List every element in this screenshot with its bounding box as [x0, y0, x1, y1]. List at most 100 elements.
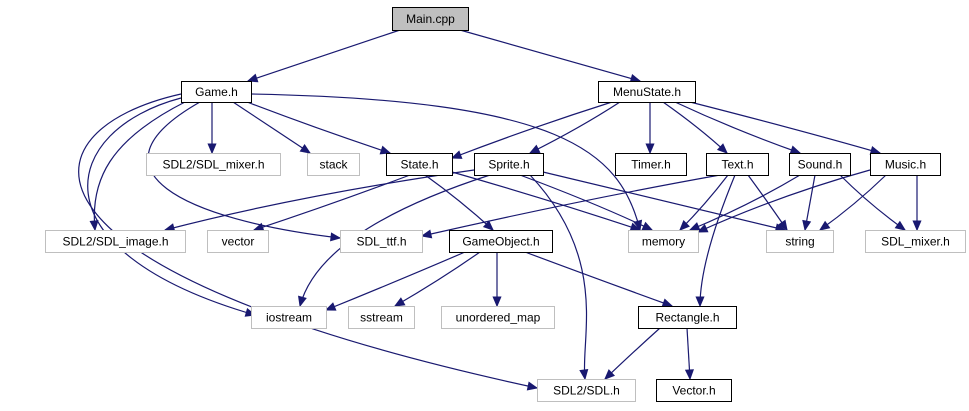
edge-music_h-to-memory [696, 169, 871, 233]
node-game-h[interactable]: Game.h [181, 81, 252, 103]
edge-menustate_h-to-timer_h [645, 102, 655, 155]
node-box [537, 379, 636, 402]
node-timer-h[interactable]: Timer.h [615, 153, 687, 176]
edge-line [662, 101, 728, 154]
arrowhead-icon [604, 369, 616, 380]
node-sdl2-sdl-h: SDL2/SDL.h [537, 379, 636, 402]
arrowhead-icon [246, 73, 259, 83]
edge-game_h-to-state_h [246, 101, 392, 155]
edge-game_h-to-sdl2_image_h [89, 101, 186, 232]
node-box [656, 379, 732, 402]
node-rectangle-h[interactable]: Rectangle.h [638, 306, 737, 329]
node-sstream: sstream [348, 306, 415, 329]
node-label: Sound.h [798, 158, 843, 172]
edge-game_h-to-sdl2_sdl_h [78, 93, 539, 391]
node-box [449, 230, 553, 253]
node-sdl2-image-h: SDL2/SDL_image.h [45, 230, 186, 253]
edge-line [394, 251, 481, 307]
edge-sound_h-to-string [802, 174, 816, 232]
node-box [307, 153, 360, 176]
node-sdl-mixer-h: SDL_mixer.h [865, 230, 966, 253]
edge-line [747, 174, 788, 231]
edge-menustate_h-to-text_h [662, 101, 728, 154]
node-music-h[interactable]: Music.h [870, 153, 941, 176]
edge-line [246, 101, 391, 154]
edge-line [542, 171, 786, 231]
arrowhead-icon [482, 220, 494, 231]
edge-line [232, 101, 311, 154]
edge-line [604, 327, 661, 380]
edge-line [451, 101, 613, 159]
node-label: SDL2/SDL_image.h [62, 235, 168, 249]
node-label: SDL_mixer.h [881, 235, 950, 249]
edge-line [819, 174, 887, 231]
edge-line [93, 101, 186, 231]
node-label: Text.h [721, 158, 753, 172]
node-box [340, 230, 423, 253]
arrowhead-icon [526, 381, 539, 391]
edge-music_h-to-string [818, 174, 887, 231]
edge-line [250, 93, 641, 231]
node-state-h[interactable]: State.h [386, 153, 453, 176]
node-stack: stack [307, 153, 360, 176]
node-box [628, 230, 699, 253]
node-string: string [766, 230, 834, 253]
arrowhead-icon [379, 145, 392, 155]
edge-line [459, 29, 641, 82]
node-box [392, 7, 469, 31]
edge-gameobject_h-to-unordered_map [492, 252, 502, 308]
arrowhead-icon [528, 144, 541, 154]
arrowhead-icon [688, 222, 701, 231]
arrowhead-icon [579, 368, 589, 381]
edge-sound_h-to-sdl_mixer_h [839, 174, 907, 231]
edge-sprite_h-to-sdl2_image_h [163, 169, 475, 233]
arrowhead-icon [492, 296, 502, 308]
edge-line [689, 101, 881, 154]
edge-state_h-to-gameobject_h [424, 174, 494, 231]
edge-gameobject_h-to-sstream [393, 251, 481, 307]
node-vector-h[interactable]: Vector.h [656, 379, 732, 402]
node-menustate-h[interactable]: MenuState.h [598, 81, 696, 103]
node-label: State.h [400, 158, 438, 172]
arrowhead-icon [207, 143, 217, 155]
node-box [870, 153, 941, 176]
edge-game_h-to-iostream [87, 97, 257, 317]
edge-text_h-to-string [747, 174, 788, 232]
arrowhead-icon [789, 145, 802, 155]
node-box [146, 153, 281, 176]
arrowhead-icon [661, 298, 674, 308]
edge-line [424, 174, 494, 231]
node-label: SDL_ttf.h [356, 235, 406, 249]
node-sound-h[interactable]: Sound.h [789, 153, 851, 176]
node-label: string [785, 235, 814, 249]
node-text-h[interactable]: Text.h [706, 153, 769, 176]
node-vector: vector [207, 230, 269, 253]
node-gameobject-h[interactable]: GameObject.h [449, 230, 553, 253]
arrowhead-icon [802, 219, 812, 232]
edge-line [325, 251, 466, 311]
edge-game_h-to-stack [232, 101, 312, 154]
edge-line [253, 174, 411, 231]
node-label: Vector.h [672, 384, 715, 398]
node-label: Timer.h [631, 158, 671, 172]
node-label: MenuState.h [613, 85, 681, 99]
node-box [441, 306, 555, 329]
arrowhead-icon [912, 220, 922, 232]
node-sprite-h[interactable]: Sprite.h [474, 153, 544, 176]
edge-line [697, 169, 871, 233]
edge-line [674, 101, 801, 154]
edge-line [524, 251, 673, 307]
arrowhead-icon [818, 220, 831, 231]
arrowhead-icon [89, 220, 99, 232]
arrowhead-icon [716, 143, 728, 154]
edges-layer [78, 29, 922, 391]
arrowhead-icon [777, 219, 788, 232]
edge-sprite_h-to-memory [519, 174, 654, 231]
node-box [865, 230, 966, 253]
node-label: Sprite.h [488, 158, 529, 172]
node-main-cpp[interactable]: Main.cpp [392, 7, 469, 31]
node-box [789, 153, 851, 176]
edge-line [421, 174, 721, 237]
edge-menustate_h-to-sound_h [674, 101, 802, 155]
